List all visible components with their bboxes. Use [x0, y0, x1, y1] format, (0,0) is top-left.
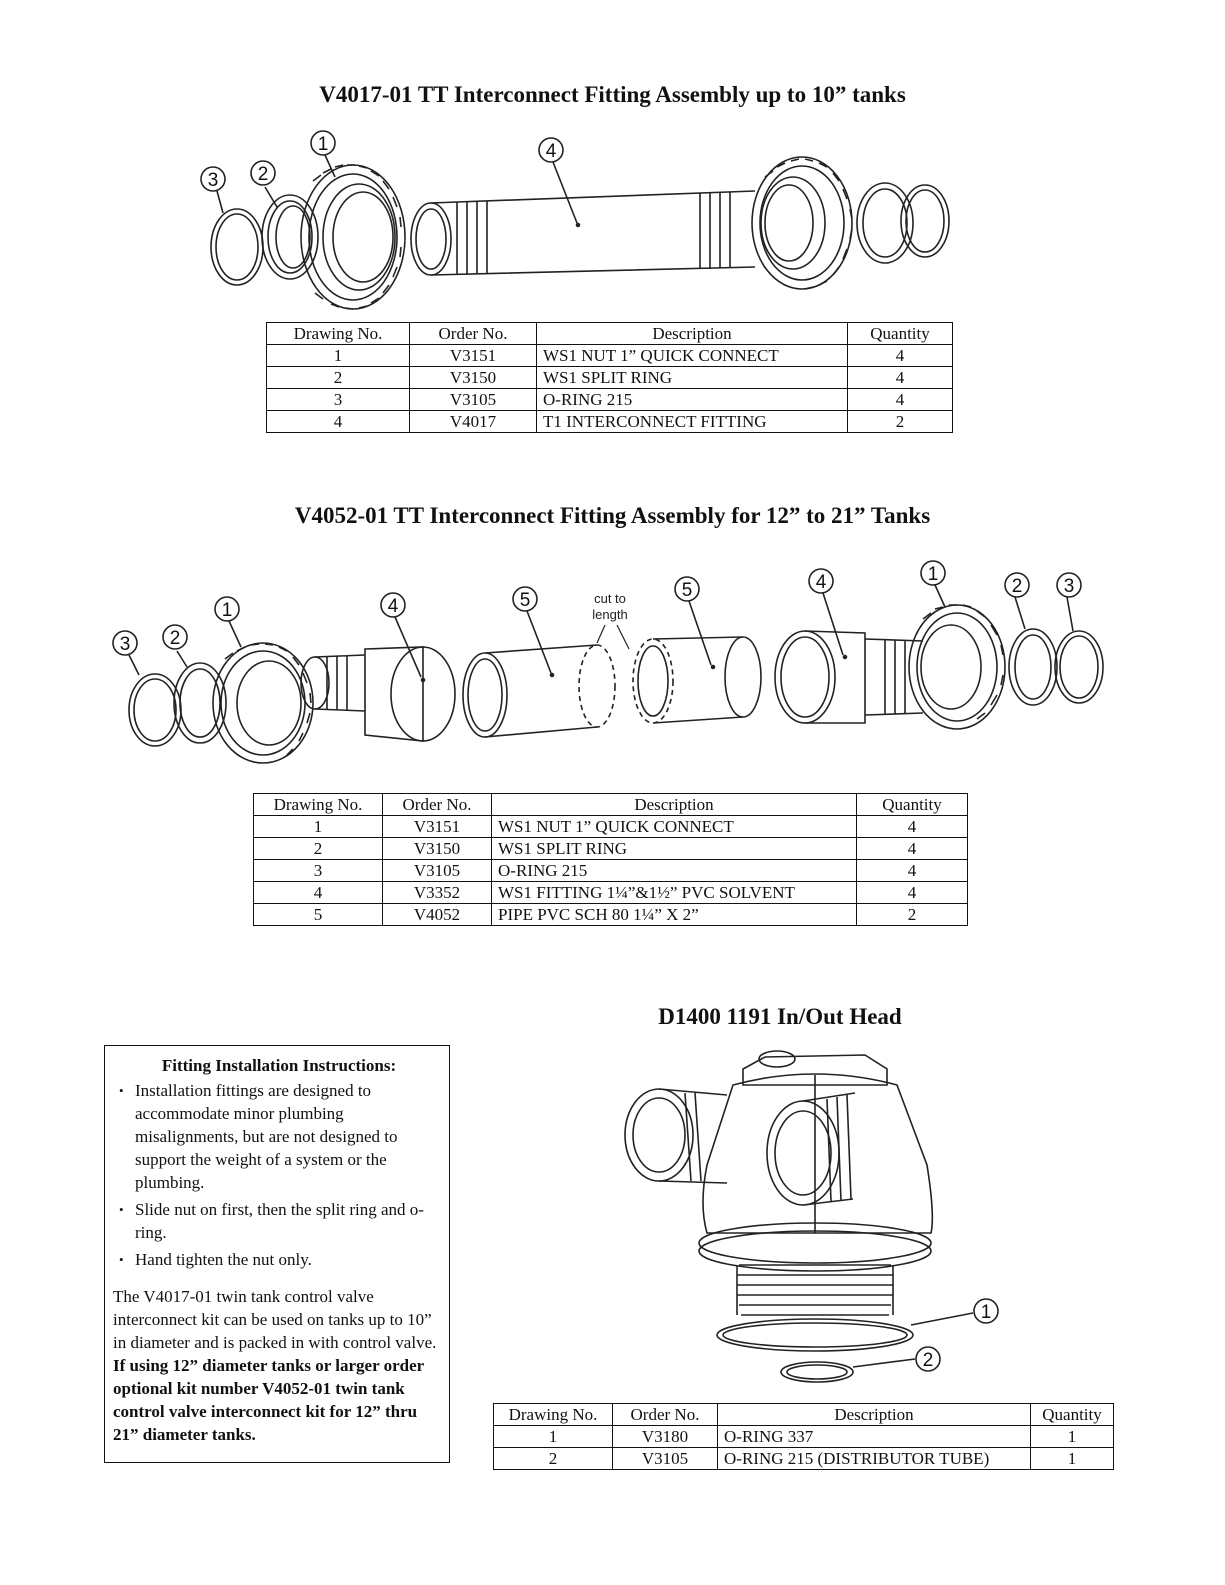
- callout-2: 2: [250, 160, 278, 208]
- cut-to-length-note: cut to length: [592, 591, 630, 650]
- callout-2-right: 2: [1004, 572, 1030, 630]
- instructions-list: Installation fittings are designed to ac…: [113, 1079, 445, 1271]
- col-drawing-no: Drawing No.: [266, 322, 410, 345]
- parts-table-v4017: Drawing No. Order No. Description Quanti…: [266, 322, 953, 433]
- col-order-no: Order No.: [612, 1403, 718, 1426]
- svg-text:2: 2: [258, 164, 269, 185]
- svg-text:2: 2: [1012, 576, 1023, 597]
- instructions-paragraph: The V4017-01 twin tank control valve int…: [113, 1285, 445, 1446]
- svg-text:2: 2: [170, 628, 181, 649]
- table-row: 2 V3150 WS1 SPLIT RING 4: [266, 366, 953, 389]
- o-ring-3-left: [210, 208, 264, 286]
- callout-2-left: 2: [162, 624, 188, 668]
- assembly-drawing-v4017: 1 2 3 4: [200, 130, 950, 310]
- col-quantity: Quantity: [847, 322, 953, 345]
- table-row: 1 V3180 O-RING 337 1: [493, 1425, 1114, 1448]
- svg-text:1: 1: [981, 1302, 992, 1323]
- o-ring-215-distributor: [780, 1361, 854, 1383]
- table-row: 1 V3151 WS1 NUT 1” QUICK CONNECT 4: [253, 815, 968, 838]
- callout-5-right: 5: [674, 576, 712, 666]
- table-row: 4 V3352 WS1 FITTING 1¼”&1½” PVC SOLVENT …: [253, 881, 968, 904]
- col-drawing-no: Drawing No.: [253, 793, 383, 816]
- svg-text:3: 3: [208, 170, 219, 191]
- section3-title: D1400 1191 In/Out Head: [658, 1004, 902, 1029]
- callout-5-left: 5: [512, 586, 552, 674]
- callout-4-right: 4: [808, 568, 844, 656]
- nut-1-left: [300, 164, 406, 310]
- callout-2: 2: [852, 1346, 941, 1372]
- section1-title: V4017-01 TT Interconnect Fitting Assembl…: [319, 82, 906, 107]
- callout-1-right: 1: [920, 560, 946, 608]
- paragraph-bold-text: If using 12” diameter tanks or larger or…: [113, 1356, 424, 1444]
- svg-text:4: 4: [546, 141, 557, 162]
- callout-3-right: 3: [1056, 572, 1082, 632]
- table-row: 2 V3105 O-RING 215 (DISTRIBUTOR TUBE) 1: [493, 1447, 1114, 1470]
- svg-text:cut to: cut to: [594, 591, 626, 606]
- table-row: 5 V4052 PIPE PVC SCH 80 1¼” X 2” 2: [253, 903, 968, 926]
- o-ring-337: [716, 1318, 914, 1352]
- table-header-row: Drawing No. Order No. Description Quanti…: [493, 1403, 1114, 1426]
- table-row: 1 V3151 WS1 NUT 1” QUICK CONNECT 4: [266, 344, 953, 367]
- svg-text:4: 4: [816, 572, 827, 593]
- callout-1-left: 1: [214, 596, 242, 648]
- parts-table-v4052: Drawing No. Order No. Description Quanti…: [253, 793, 968, 926]
- col-description: Description: [491, 793, 857, 816]
- paragraph-regular-text: The V4017-01 twin tank control valve int…: [113, 1287, 437, 1352]
- assembly-drawing-v4052: cut to length 3 2 1 4 5 5 4: [112, 560, 1104, 764]
- col-order-no: Order No.: [382, 793, 492, 816]
- split-ring-2-right: [856, 182, 914, 264]
- list-item: Installation fittings are designed to ac…: [113, 1079, 445, 1194]
- instructions-title: Fitting Installation Instructions:: [161, 1056, 397, 1075]
- col-quantity: Quantity: [1030, 1403, 1114, 1426]
- list-item: Hand tighten the nut only.: [113, 1248, 445, 1271]
- table-header-row: Drawing No. Order No. Description Quanti…: [253, 793, 968, 816]
- svg-text:2: 2: [923, 1350, 934, 1371]
- col-description: Description: [536, 322, 848, 345]
- installation-instructions-box: Fitting Installation Instructions: Insta…: [104, 1045, 450, 1463]
- callout-4: 4: [538, 137, 578, 224]
- col-description: Description: [717, 1403, 1031, 1426]
- callout-1: 1: [310, 130, 336, 178]
- table-row: 2 V3150 WS1 SPLIT RING 4: [253, 837, 968, 860]
- in-out-head-drawing: 1 2: [624, 1050, 999, 1383]
- col-drawing-no: Drawing No.: [493, 1403, 613, 1426]
- callout-3-left: 3: [112, 630, 140, 676]
- col-quantity: Quantity: [856, 793, 968, 816]
- interconnect-fitting-4: [410, 190, 756, 276]
- svg-text:1: 1: [928, 564, 939, 585]
- table-row: 3 V3105 O-RING 215 4: [253, 859, 968, 882]
- svg-text:5: 5: [682, 580, 693, 601]
- svg-text:length: length: [592, 607, 627, 622]
- callout-3: 3: [200, 166, 226, 214]
- svg-text:4: 4: [388, 596, 399, 617]
- svg-text:1: 1: [222, 600, 233, 621]
- parts-table-d1400: Drawing No. Order No. Description Quanti…: [493, 1403, 1114, 1470]
- svg-text:5: 5: [520, 590, 531, 611]
- split-ring-2-left: [261, 194, 319, 280]
- table-row: 4 V4017 T1 INTERCONNECT FITTING 2: [266, 410, 953, 433]
- col-order-no: Order No.: [409, 322, 537, 345]
- list-item: Slide nut on first, then the split ring …: [113, 1198, 445, 1244]
- section2-title: V4052-01 TT Interconnect Fitting Assembl…: [294, 503, 931, 528]
- table-header-row: Drawing No. Order No. Description Quanti…: [266, 322, 953, 345]
- svg-text:3: 3: [120, 634, 131, 655]
- nut-1-right: [751, 156, 853, 290]
- svg-text:1: 1: [318, 134, 329, 155]
- table-row: 3 V3105 O-RING 215 4: [266, 388, 953, 411]
- o-ring-3-right: [900, 184, 950, 258]
- callout-1: 1: [910, 1298, 999, 1326]
- callout-4-left: 4: [380, 592, 422, 678]
- svg-text:3: 3: [1064, 576, 1075, 597]
